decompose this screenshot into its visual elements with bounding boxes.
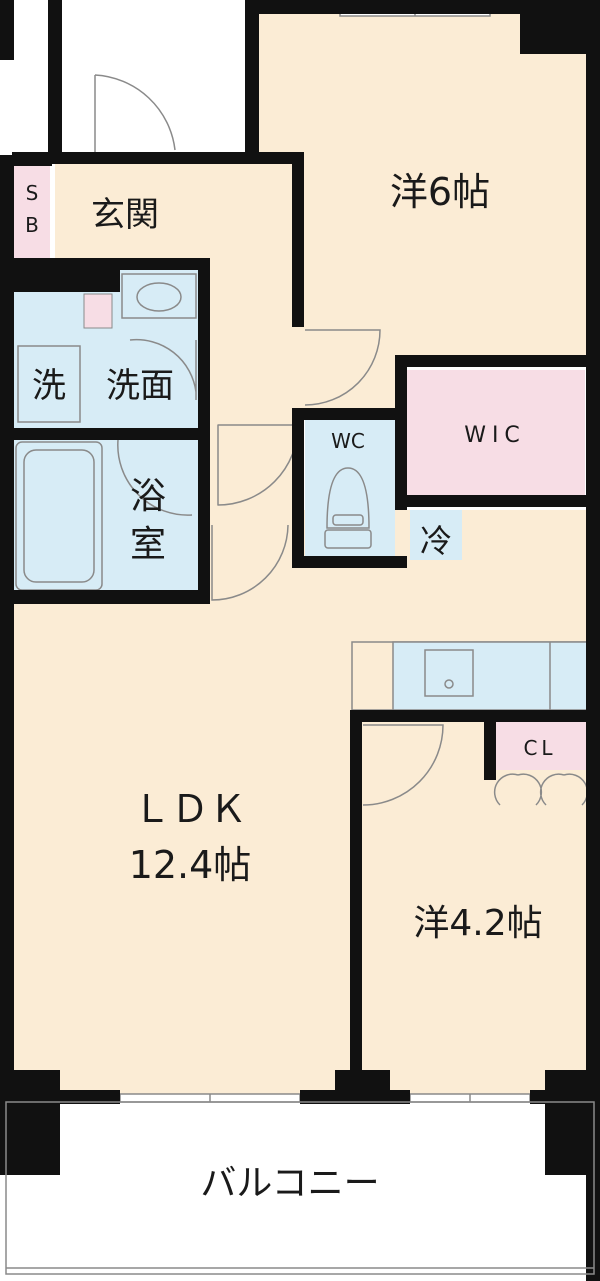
wall-corner-block — [520, 12, 588, 54]
wall-wc-left — [292, 408, 304, 568]
wall-wc-top — [292, 408, 407, 420]
wall-bottom-pillar-right — [545, 1070, 600, 1175]
label-washer: 洗 — [32, 366, 66, 406]
wall-wet-top-block — [12, 262, 120, 292]
floor-wic — [405, 370, 585, 495]
label-ldk-size: 12.4帖 — [129, 843, 252, 887]
washer-pan — [17, 345, 81, 423]
bathtub-inner — [23, 449, 95, 583]
wall-bath-bottom — [12, 590, 210, 604]
wall-left-column — [48, 0, 62, 160]
wall-bottom-pillar-left — [0, 1070, 60, 1175]
closet-door-swing — [493, 773, 589, 806]
wall-room6-top — [245, 0, 600, 14]
hall-door-swing-2 — [211, 524, 289, 601]
floor-ldk — [12, 510, 587, 1095]
label-bath-2: 室 — [130, 524, 166, 565]
label-western-6: 洋6帖 — [390, 170, 490, 214]
floor-shoe-box — [14, 165, 50, 260]
wall-left — [0, 155, 14, 1165]
label-sb-s: S — [26, 181, 39, 205]
floor-fridge — [410, 510, 462, 560]
floor-closet — [496, 720, 586, 770]
wall-top-left-stub — [0, 0, 14, 60]
label-closet: CL — [523, 736, 556, 760]
wall-wic-bottom — [395, 495, 587, 507]
bathtub — [15, 441, 103, 591]
sink-drain — [444, 679, 454, 689]
wall-bottom-pillar-mid — [335, 1070, 390, 1100]
label-washroom: 洗面 — [106, 366, 174, 406]
toilet-lid — [332, 514, 364, 526]
wall-closet-left — [484, 710, 496, 780]
label-wic: WIC — [464, 423, 526, 448]
wall-hall-right — [292, 152, 304, 327]
label-fridge: 冷 — [420, 522, 452, 560]
label-ldk: ＬＤＫ — [133, 787, 247, 831]
label-bath-1: 浴 — [130, 476, 166, 517]
wall-room42-left — [350, 710, 362, 1095]
label-western-42: 洋4.2帖 — [413, 903, 542, 944]
wall-wc-bottom — [292, 556, 407, 568]
wall-right — [586, 0, 600, 1281]
room6-door-swing — [304, 329, 381, 406]
balcony — [5, 1101, 595, 1275]
floors — [12, 12, 588, 1095]
label-balcony: バルコニー — [200, 1163, 379, 1204]
floor-entrance — [55, 160, 195, 260]
wall-wash-bath — [12, 428, 207, 440]
wall-room42-top — [350, 710, 587, 722]
label-entrance: 玄関 — [91, 195, 159, 235]
basin-bowl — [136, 282, 182, 312]
wall-wic-left — [395, 355, 407, 510]
labels: 洋6帖 玄関 S B 洗 洗面 浴 室 WC WIC 冷 ＬＤＫ 12.4帖 洋… — [25, 170, 556, 1204]
pink-box — [83, 293, 113, 329]
wall-room6-bottom — [395, 355, 587, 367]
balcony-rail — [5, 1101, 595, 1275]
label-sb-b: B — [25, 213, 39, 237]
floor-wc — [305, 418, 395, 558]
floor-hall-mid — [295, 320, 405, 420]
bath-door-swing — [117, 439, 193, 516]
wall-entrance-top — [48, 152, 298, 164]
fixtures — [15, 7, 589, 1103]
entrance-door-swing — [94, 74, 176, 160]
washroom-door-swing — [129, 338, 197, 400]
wall-entrance-left — [12, 152, 52, 166]
floor-western-6 — [258, 12, 588, 362]
toilet-tank — [324, 529, 372, 549]
kitchen-sink — [424, 649, 474, 697]
toilet-bowl — [326, 467, 370, 529]
label-wc: WC — [331, 429, 365, 453]
wall-room6-left — [245, 0, 259, 160]
room42-door-swing — [362, 724, 444, 806]
